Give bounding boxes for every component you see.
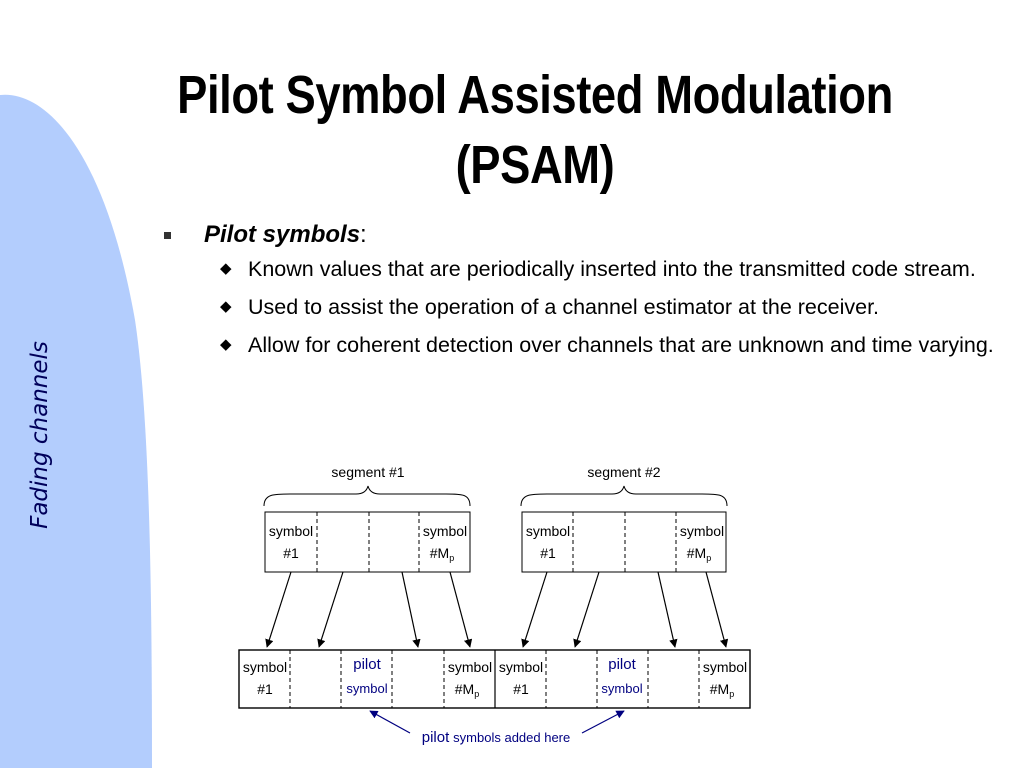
diamond-bullet-icon: ◆	[220, 336, 232, 353]
pilot-symbol-label: symbol	[346, 681, 387, 696]
title-line-1: Pilot Symbol Assisted Modulation	[177, 65, 893, 125]
symbol-1-label: symbol	[526, 523, 570, 539]
segment-1-brace	[263, 485, 471, 507]
symbol-1-index: #1	[513, 681, 529, 697]
pilot-label: pilot	[608, 656, 636, 673]
bullet-main: Pilot symbols:	[160, 218, 1000, 252]
diamond-bullet-icon: ◆	[220, 298, 232, 315]
mapping-arrow	[705, 571, 729, 648]
bullet-list: Pilot symbols: ◆ Known values that are p…	[160, 218, 1000, 368]
annotation-text: pilot symbols added here	[422, 729, 571, 746]
segment-2-brace	[520, 485, 728, 507]
mapping-arrow	[657, 571, 678, 648]
square-bullet-icon	[164, 232, 171, 239]
annotation-arrow	[369, 710, 411, 734]
symbol-1-index: #1	[257, 681, 273, 697]
mapping-arrow	[265, 571, 292, 648]
mapping-arrow	[521, 571, 548, 648]
segment-1-box	[264, 511, 471, 573]
title-line-2: (PSAM)	[455, 135, 615, 195]
sub-bullet-text: Allow for coherent detection over channe…	[248, 333, 994, 357]
symbol-1-label: symbol	[243, 659, 287, 675]
mapping-arrow	[317, 571, 344, 648]
segment-1-label: segment #1	[331, 464, 404, 480]
symbol-mp-index: #Mp	[455, 681, 479, 699]
symbol-1-index: #1	[540, 545, 556, 561]
sub-bullet-text: Known values that are periodically inser…	[248, 257, 976, 281]
sub-bullet-1: ◆ Known values that are periodically ins…	[160, 254, 1000, 284]
symbol-mp-label: symbol	[703, 659, 747, 675]
pilot-symbol-label: symbol	[601, 681, 642, 696]
annotation-arrow	[581, 710, 625, 734]
sidebar-label: Fading channels	[27, 341, 53, 529]
symbol-mp-index: #Mp	[687, 545, 711, 563]
sub-bullet-3: ◆ Allow for coherent detection over chan…	[160, 330, 1000, 360]
sub-bullet-text: Used to assist the operation of a channe…	[248, 295, 880, 319]
bullet-main-term: Pilot symbols	[204, 221, 361, 248]
segment-2-label: segment #2	[587, 464, 660, 480]
symbol-1-label: symbol	[269, 523, 313, 539]
mapping-arrow	[573, 571, 600, 648]
sidebar-band	[0, 94, 152, 768]
symbol-mp-index: #Mp	[710, 681, 734, 699]
symbol-mp-index: #Mp	[430, 545, 454, 563]
symbol-1-index: #1	[283, 545, 299, 561]
symbol-mp-label: symbol	[423, 523, 467, 539]
diamond-bullet-icon: ◆	[220, 260, 232, 277]
symbol-mp-label: symbol	[448, 659, 492, 675]
mapping-arrow	[401, 571, 421, 648]
sub-bullet-2: ◆ Used to assist the operation of a chan…	[160, 292, 1000, 322]
symbol-mp-label: symbol	[680, 523, 724, 539]
bullet-main-suffix: :	[360, 221, 367, 248]
pilot-label: pilot	[353, 656, 381, 673]
psam-diagram: segment #1 segment #2 symbol #1 symbol #…	[238, 464, 751, 746]
mapping-arrow	[449, 571, 473, 648]
symbol-1-label: symbol	[499, 659, 543, 675]
segment-2-box	[521, 511, 727, 573]
page-title: Pilot Symbol Assisted Modulation (PSAM)	[153, 60, 917, 200]
